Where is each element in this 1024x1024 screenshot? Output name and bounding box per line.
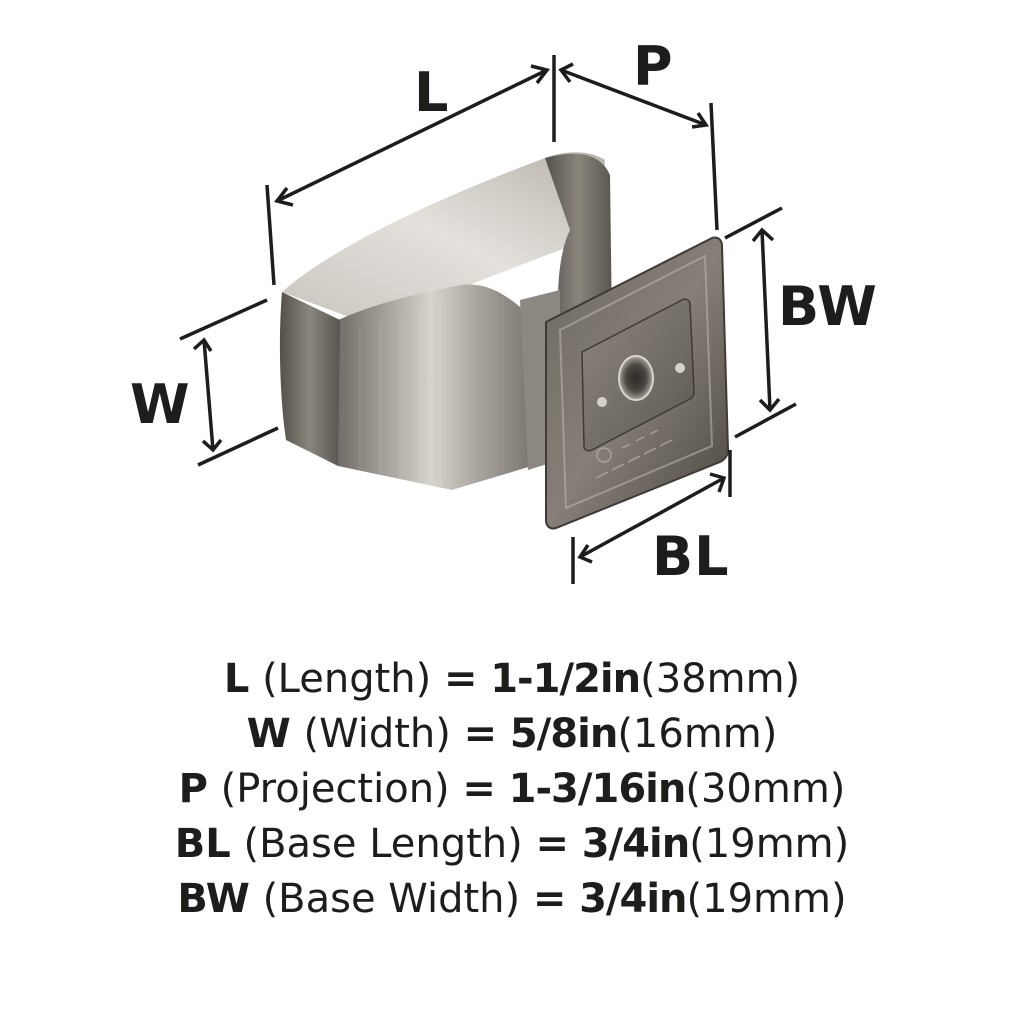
- spec-equals: =: [463, 711, 498, 757]
- spec-row-base-width: BW (Base Width) = 3/4in(19mm): [0, 872, 1024, 927]
- dimension-diagram: L P W BW BL: [130, 35, 878, 588]
- threaded-hole-icon: [618, 355, 654, 401]
- spec-row-length: L (Length) = 1-1/2in(38mm): [0, 652, 1024, 707]
- spec-abbr: W: [246, 711, 291, 757]
- knob-end-face: [279, 292, 340, 466]
- spec-imperial-value: 3/4in: [579, 876, 687, 922]
- label-base-length: BL: [652, 525, 730, 588]
- spec-metric-value: (16mm): [617, 711, 778, 757]
- spec-equals: =: [532, 876, 567, 922]
- spec-abbr: P: [178, 766, 208, 812]
- spec-name: (Width): [303, 711, 451, 757]
- spec-metric-value: (19mm): [689, 821, 850, 867]
- knob-front-face: [334, 284, 550, 490]
- spec-equals: =: [443, 656, 478, 702]
- knob-back-face: [545, 153, 612, 330]
- spec-name: (Base Width): [262, 876, 521, 922]
- spec-equals: =: [535, 821, 569, 867]
- spec-metric-value: (38mm): [640, 656, 801, 702]
- spec-abbr: L: [223, 656, 250, 702]
- spec-metric-value: (30mm): [685, 766, 846, 812]
- spec-name: (Base Length): [243, 821, 523, 867]
- spec-row-width: W (Width) = 5/8in(16mm): [0, 707, 1024, 762]
- spec-imperial-value: 3/4in: [581, 821, 690, 867]
- spec-row-projection: P (Projection) = 1-3/16in(30mm): [0, 762, 1024, 817]
- dimension-specs-list: L (Length) = 1-1/2in(38mm) W (Width) = 5…: [0, 652, 1024, 927]
- spec-name: (Projection): [220, 766, 450, 812]
- spec-imperial-value: 1-1/2in: [490, 656, 641, 702]
- spec-imperial-value: 1-3/16in: [508, 766, 687, 812]
- label-length: L: [414, 61, 450, 124]
- label-width: W: [130, 373, 191, 436]
- spec-name: (Length): [262, 656, 432, 702]
- spec-imperial-value: 5/8in: [509, 711, 618, 757]
- knob-top-face: [282, 152, 605, 318]
- spec-abbr: BW: [177, 876, 250, 922]
- dimension-lines: [179, 55, 797, 584]
- spec-metric-value: (19mm): [686, 876, 847, 922]
- spec-equals: =: [462, 766, 496, 812]
- knob-illustration: [179, 55, 797, 584]
- spec-row-base-length: BL (Base Length) = 3/4in(19mm): [0, 817, 1024, 872]
- spec-abbr: BL: [174, 821, 231, 867]
- label-base-width: BW: [778, 275, 878, 338]
- label-projection: P: [633, 35, 674, 98]
